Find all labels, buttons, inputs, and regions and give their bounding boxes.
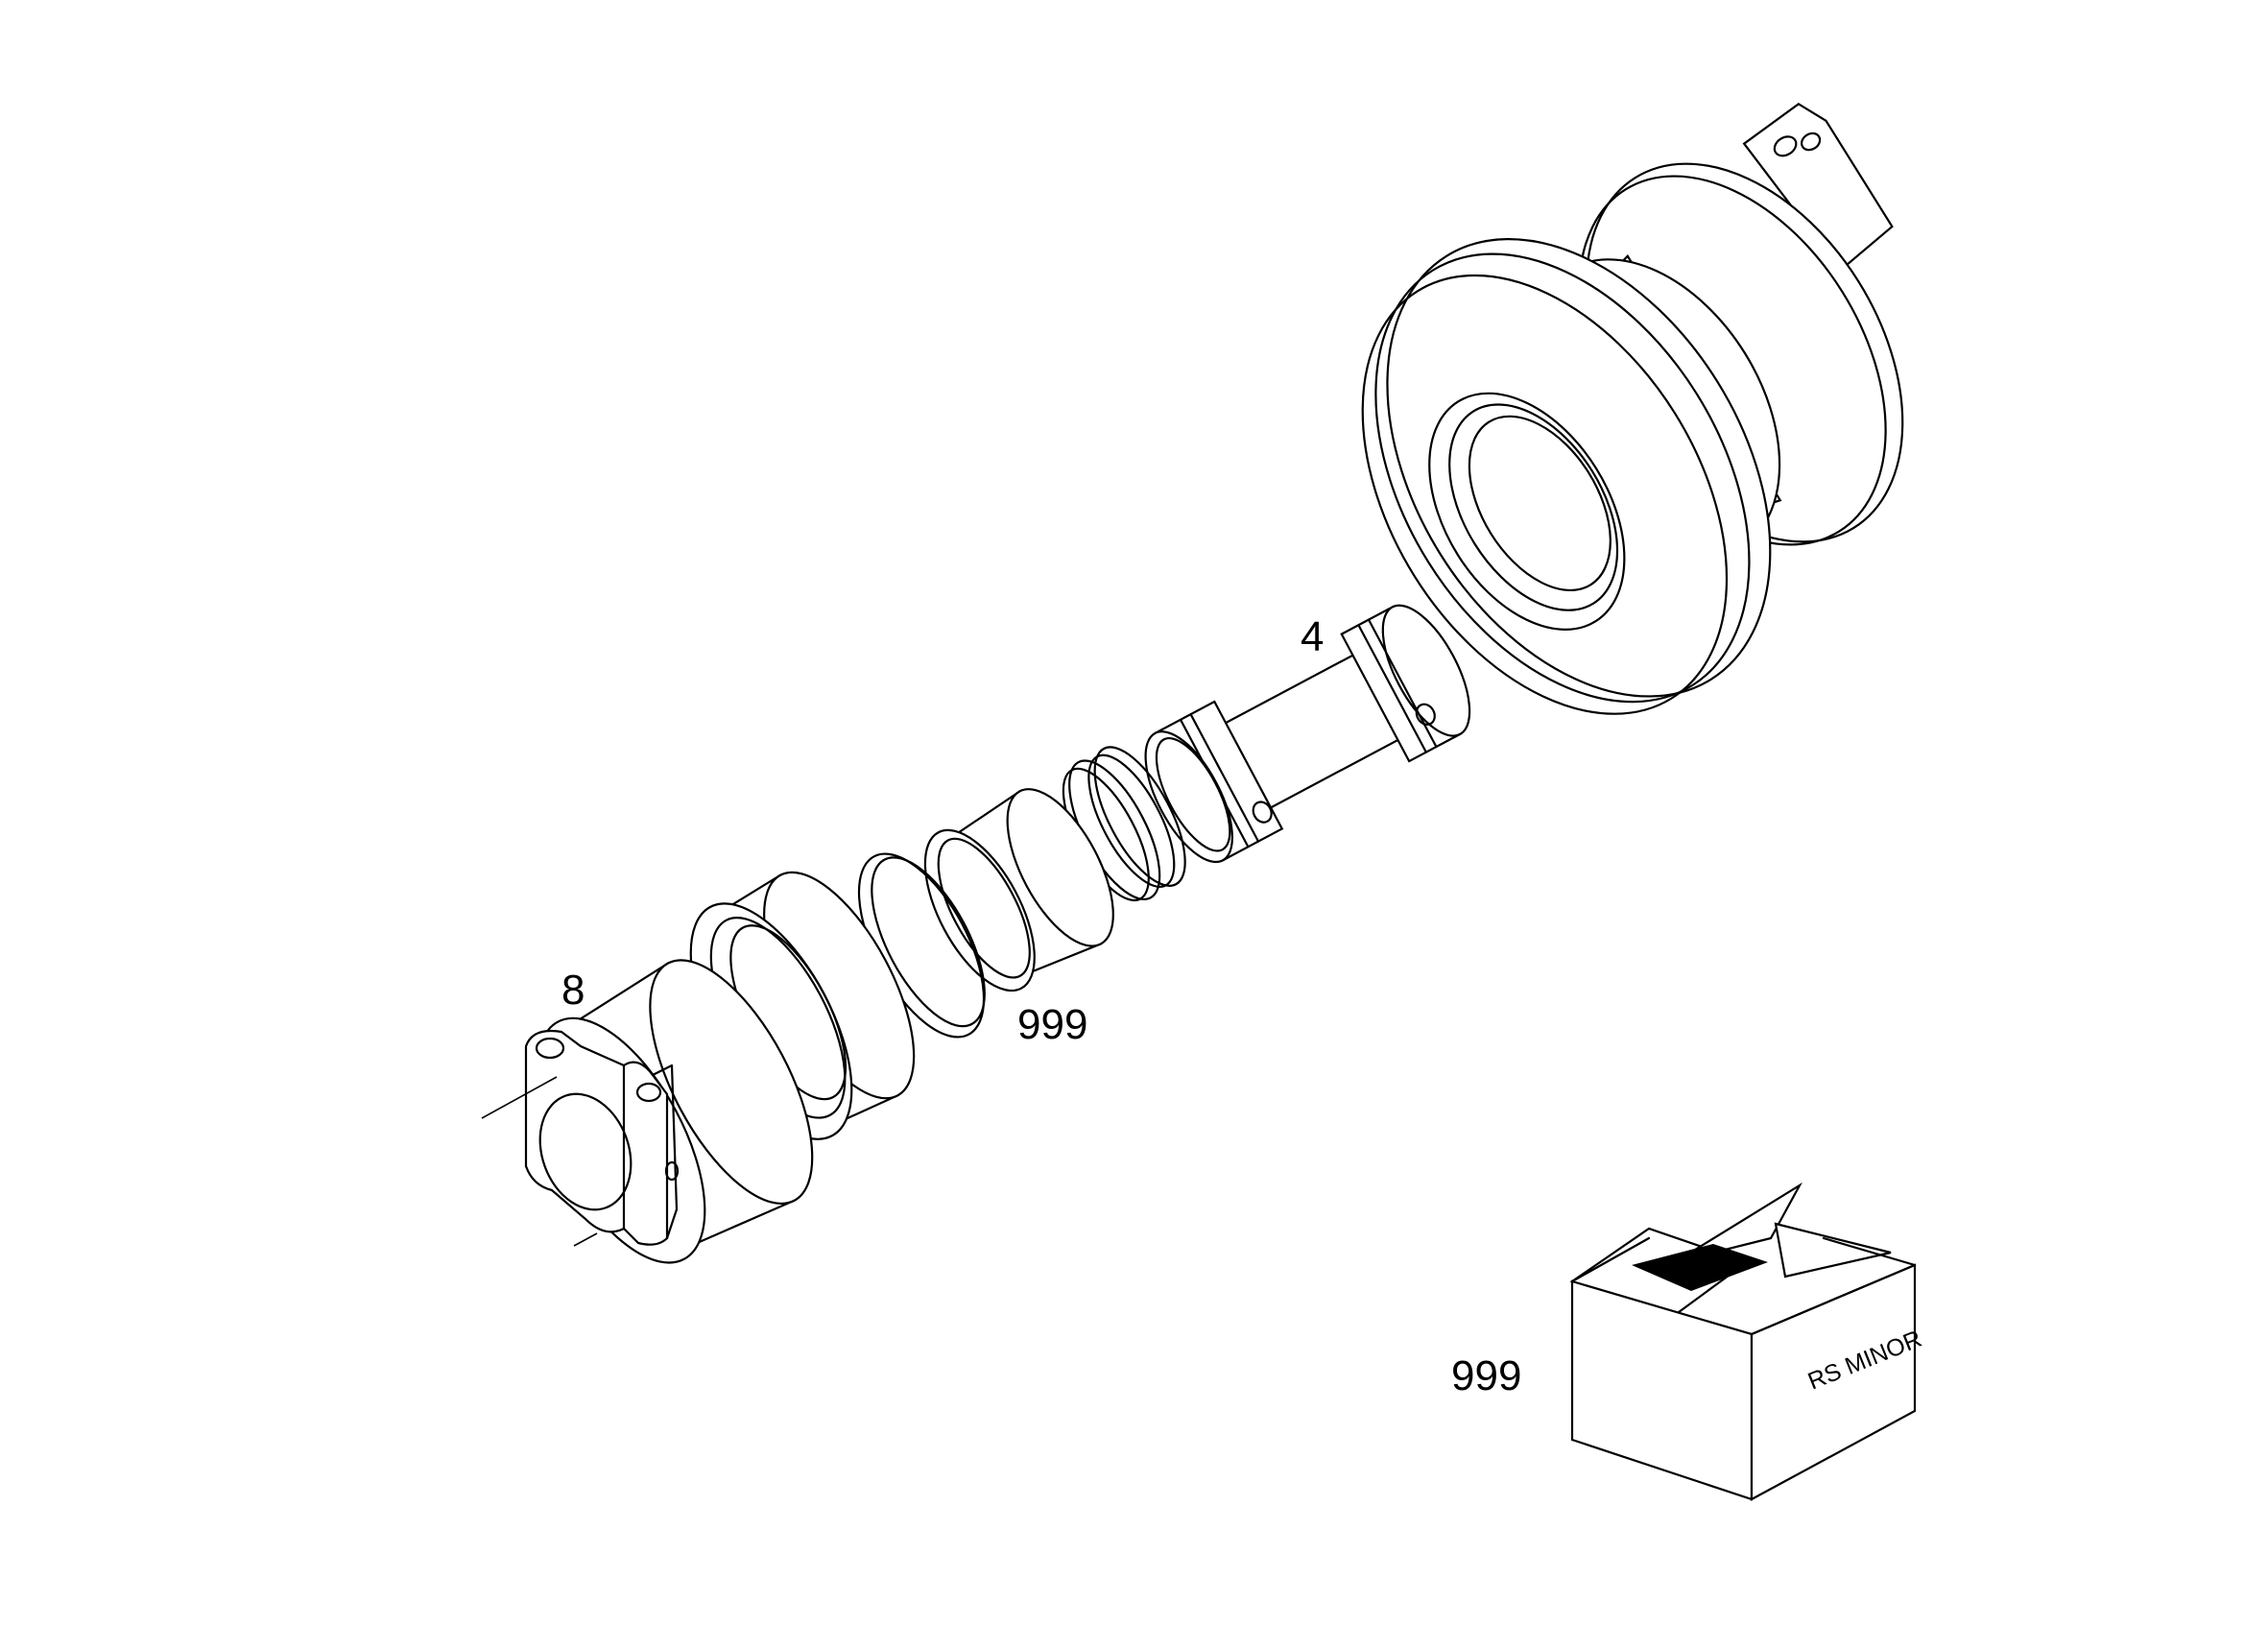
callout-shaft: 4 — [1301, 613, 1325, 660]
shaft — [1144, 604, 1471, 864]
bushing — [923, 788, 1114, 992]
callout-kit-box: 999 — [1451, 1352, 1522, 1399]
callout-end-collar: 8 — [561, 967, 585, 1014]
end-collar — [481, 959, 814, 1264]
callout-seal-kit: 999 — [1017, 1001, 1088, 1048]
snap-rings — [1062, 746, 1186, 902]
kit-box: RS MINOR — [1569, 1182, 1925, 1501]
seal-collar — [689, 871, 916, 1140]
track-roller — [1361, 103, 1904, 715]
